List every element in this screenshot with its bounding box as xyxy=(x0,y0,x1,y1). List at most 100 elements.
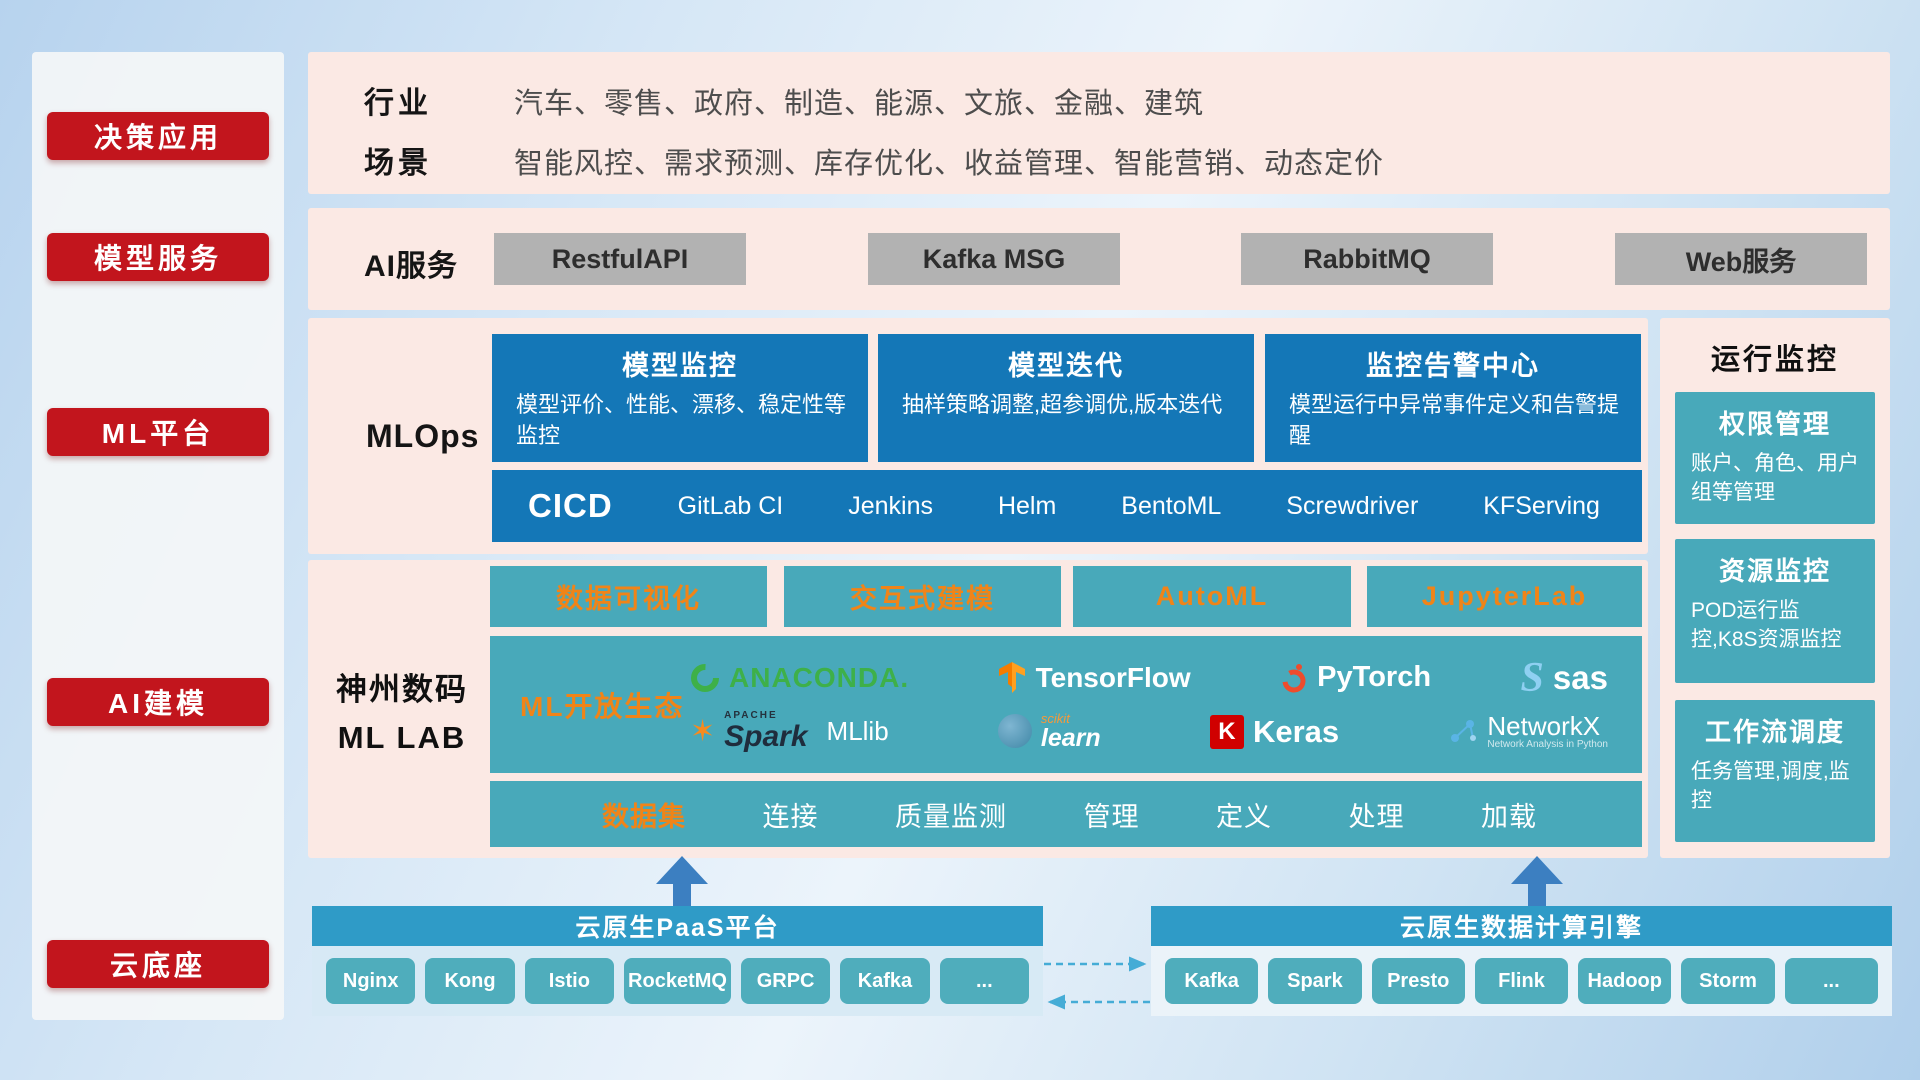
runtime-monitor-panel: 运行监控 权限管理 账户、角色、用户组等管理 资源监控 POD运行监控,K8S资… xyxy=(1660,318,1890,858)
learn-text: learn xyxy=(1040,724,1101,753)
mllab-label-line2: ML LAB xyxy=(337,720,467,756)
engine-body: Kafka Spark Presto Flink Hadoop Storm ..… xyxy=(1151,946,1892,1016)
card-body: 模型评价、性能、漂移、稳定性等监控 xyxy=(516,392,847,448)
up-arrow-right xyxy=(1511,856,1563,906)
cicd-tool-bentoml: BentoML xyxy=(1121,491,1222,520)
spark-mllib-logo: ✶ APACHE Spark MLlib xyxy=(690,709,889,753)
chip-rocketmq: RocketMQ xyxy=(624,958,731,1004)
chip-nginx: Nginx xyxy=(326,958,416,1004)
networkx-icon xyxy=(1451,720,1477,743)
cicd-tool-kfserving: KFServing xyxy=(1483,491,1600,520)
card-resource-monitor: 资源监控 POD运行监控,K8S资源监控 xyxy=(1675,539,1875,683)
pytorch-logo: PyTorch xyxy=(1280,661,1431,694)
dataset-item-manage: 管理 xyxy=(1083,801,1140,832)
card-title: 工作流调度 xyxy=(1704,717,1845,747)
chip-kafka: Kafka xyxy=(840,958,930,1004)
service-rabbitmq: RabbitMQ xyxy=(1241,233,1493,285)
sidebar-item-ml-platform: ML平台 xyxy=(47,408,269,456)
ecosystem-logos: ANACONDA. TensorFlow xyxy=(690,657,1642,753)
industry-panel: 行业 汽车、零售、政府、制造、能源、文旅、金融、建筑 场景 智能风控、需求预测、… xyxy=(308,52,1890,194)
cicd-tool-screwdriver: Screwdriver xyxy=(1286,491,1419,520)
tool-automl: AutoML xyxy=(1073,566,1351,627)
paas-body: Nginx Kong Istio RocketMQ GRPC Kafka ... xyxy=(312,946,1043,1016)
tool-jupyterlab: JupyterLab xyxy=(1367,566,1642,627)
chip-more-engine: ... xyxy=(1784,958,1878,1004)
keras-logo: K Keras xyxy=(1209,713,1340,750)
card-workflow-scheduler: 工作流调度 任务管理,调度,监控 xyxy=(1675,700,1875,842)
cicd-bar: CICD GitLab CI Jenkins Helm BentoML Scre… xyxy=(492,470,1642,542)
tensorflow-text: TensorFlow xyxy=(1035,661,1191,693)
spark-apache-text: APACHE xyxy=(724,709,778,721)
card-title: 资源监控 xyxy=(1718,556,1831,586)
networkx-text: NetworkX xyxy=(1487,710,1601,741)
anaconda-logo: ANACONDA. xyxy=(690,662,909,694)
dataset-bar: 数据集 连接 质量监测 管理 定义 处理 加载 xyxy=(490,781,1642,847)
mlops-label: MLOps xyxy=(366,418,480,454)
dataset-item-process: 处理 xyxy=(1348,801,1405,832)
chip-storm: Storm xyxy=(1681,958,1775,1004)
card-body: POD运行监控,K8S资源监控 xyxy=(1691,599,1842,652)
networkx-logo: NetworkX Network Analysis in Python xyxy=(1448,710,1608,751)
chip-kafka2: Kafka xyxy=(1165,958,1259,1004)
spark-text: Spark xyxy=(724,720,808,753)
chip-istio: Istio xyxy=(524,958,615,1004)
card-body: 账户、角色、用户组等管理 xyxy=(1691,452,1859,505)
service-kafka-msg: Kafka MSG xyxy=(868,233,1120,285)
sas-icon: S xyxy=(1520,654,1544,701)
scikit-learn-icon xyxy=(997,714,1032,749)
networkx-subtitle: Network Analysis in Python xyxy=(1487,738,1608,750)
mllib-text: MLlib xyxy=(826,716,889,746)
ai-service-panel: AI服务 RestfulAPI Kafka MSG RabbitMQ Web服务 xyxy=(308,208,1890,310)
dataset-item-define: 定义 xyxy=(1216,801,1272,832)
paas-header: 云原生PaaS平台 xyxy=(312,906,1043,946)
card-body: 抽样策略调整,超参调优,版本迭代 xyxy=(902,392,1223,417)
industry-label: 行业 xyxy=(364,87,432,120)
card-model-iteration: 模型迭代 抽样策略调整,超参调优,版本迭代 xyxy=(878,334,1254,462)
engine-header: 云原生数据计算引擎 xyxy=(1151,906,1892,946)
cicd-tool-jenkins: Jenkins xyxy=(848,491,933,520)
cicd-tool-gitlab: GitLab CI xyxy=(677,491,784,520)
scene-label: 场景 xyxy=(364,147,432,180)
card-title: 模型迭代 xyxy=(1008,351,1124,381)
scikit-text: scikit xyxy=(1040,710,1070,726)
tensorflow-icon xyxy=(998,661,1025,693)
card-title: 模型监控 xyxy=(622,351,738,381)
service-restfulapi: RestfulAPI xyxy=(494,233,746,285)
mllab-label: 神州数码 ML LAB xyxy=(320,666,484,762)
card-alert-center: 监控告警中心 模型运行中异常事件定义和告警提醒 xyxy=(1265,334,1641,462)
keras-text: Keras xyxy=(1252,713,1340,749)
card-title: 权限管理 xyxy=(1718,409,1831,439)
sas-text: sas xyxy=(1552,658,1608,696)
tensorflow-logo: TensorFlow xyxy=(998,661,1191,694)
dataset-item-load: 加载 xyxy=(1481,801,1537,832)
chip-more-paas: ... xyxy=(939,958,1029,1004)
tool-interactive-modeling: 交互式建模 xyxy=(784,566,1061,627)
dataset-item-quality: 质量监测 xyxy=(895,801,1007,832)
chip-spark: Spark xyxy=(1268,958,1362,1004)
card-title: 监控告警中心 xyxy=(1366,351,1540,381)
sidebar-item-cloud-base: 云底座 xyxy=(47,940,269,988)
pytorch-icon xyxy=(1282,663,1306,692)
left-rail xyxy=(32,52,284,1020)
chip-presto: Presto xyxy=(1371,958,1465,1004)
cicd-tool-helm: Helm xyxy=(997,491,1057,520)
mllab-label-line1: 神州数码 xyxy=(336,672,468,707)
chip-kong: Kong xyxy=(425,958,515,1004)
runtime-monitor-title: 运行监控 xyxy=(1710,344,1839,376)
mllab-panel: 神州数码 ML LAB 数据可视化 交互式建模 AutoML JupyterLa… xyxy=(308,560,1648,858)
anaconda-icon xyxy=(691,663,719,692)
pytorch-text: PyTorch xyxy=(1317,661,1432,693)
dataset-label: 数据集 xyxy=(602,801,686,832)
card-body: 任务管理,调度,监控 xyxy=(1691,760,1850,813)
card-permission-mgmt: 权限管理 账户、角色、用户组等管理 xyxy=(1675,392,1875,524)
service-web: Web服务 xyxy=(1615,233,1867,285)
chip-hadoop: Hadoop xyxy=(1578,958,1672,1004)
sidebar-item-ai-modeling: AI建模 xyxy=(47,678,269,726)
logos-row-2: ✶ APACHE Spark MLlib scikit learn xyxy=(690,709,1608,753)
chip-flink: Flink xyxy=(1474,958,1569,1004)
keras-icon: K xyxy=(1209,714,1244,749)
ml-ecosystem-label: ML开放生态 xyxy=(520,690,685,722)
sidebar-item-model-service: 模型服务 xyxy=(47,233,269,281)
sidebar-item-decision-apps: 决策应用 xyxy=(47,112,269,160)
cicd-label: CICD xyxy=(528,487,613,524)
